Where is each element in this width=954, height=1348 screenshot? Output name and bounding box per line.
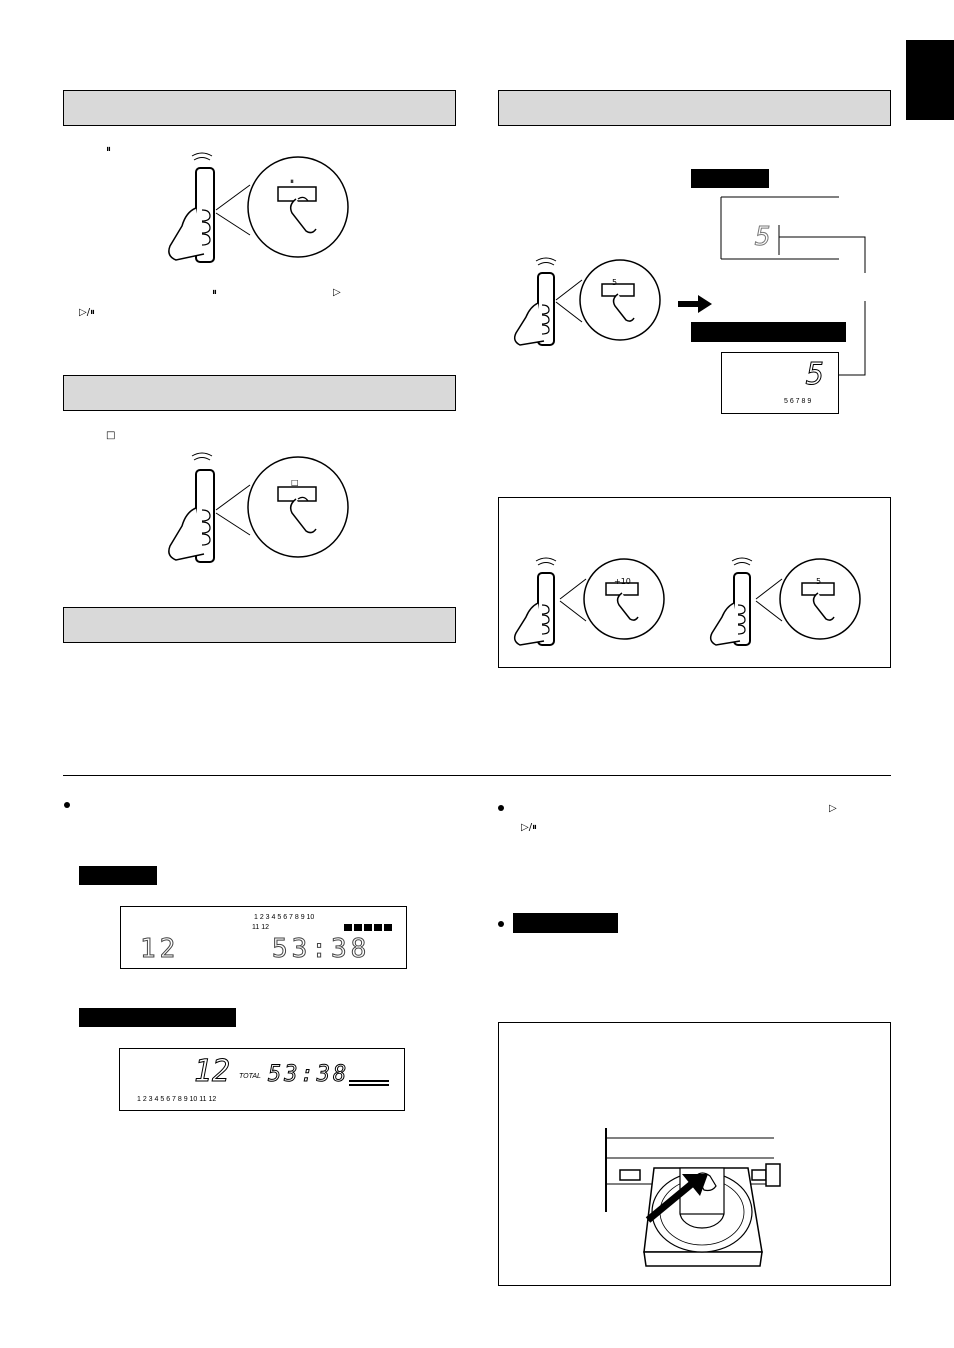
level-meter-large [349, 1080, 389, 1086]
bullet-1 [64, 802, 70, 808]
small-display-panel [721, 352, 839, 414]
zoom-circle [555, 259, 661, 341]
level-meter [344, 924, 392, 932]
language-tab [906, 40, 954, 120]
section-header-pause [63, 90, 456, 126]
total-display-panel-large [119, 1048, 405, 1111]
total-display-tracks: 12 [139, 934, 180, 965]
bullet-3 [498, 921, 504, 927]
remote-hand-icon [513, 557, 557, 646]
label-bar-2 [691, 322, 846, 342]
label-bar-5 [513, 913, 618, 933]
zoom-circle [215, 156, 349, 258]
play-pause-symbol-lower: ▷/⏸ [521, 822, 538, 833]
pause-symbol: ⏸ [106, 144, 111, 155]
small-display-track-numbers: 5 6 7 8 9 [784, 398, 812, 405]
play-symbol-lower: ▷ [829, 803, 837, 814]
arrow-right-icon [678, 295, 712, 313]
zoom-circle [215, 456, 349, 558]
remote-hand-icon [168, 152, 215, 263]
label-bar-4 [79, 1008, 236, 1027]
small-display-digit-faint: 5 [755, 222, 772, 253]
zoom-circle [755, 558, 861, 640]
section-header-direct [498, 90, 891, 126]
remote-button-plus10-label: +10 [614, 577, 631, 586]
remote-button-pause-label: ⏸ [290, 177, 294, 186]
section-divider [63, 775, 891, 776]
remote-hand-icon [709, 557, 753, 646]
pause-symbol-inline: ⏸ [212, 287, 217, 298]
small-display-digit: 5 [805, 357, 825, 393]
display-frame-lines [720, 196, 866, 393]
play-pause-symbol-inline: ▷/⏸ [79, 307, 96, 318]
large-display-total-label: TOTAL [239, 1073, 261, 1080]
section-header-third [63, 607, 456, 643]
remote-hand-icon [168, 452, 215, 563]
remote-button-stop-label: □ [291, 478, 299, 487]
total-display-panel [120, 906, 407, 969]
total-display-track-row1: 1 2 3 4 5 6 7 8 9 10 [254, 914, 315, 921]
zoom-circle [559, 558, 665, 640]
total-display-track-row2: 11 12 [252, 924, 269, 931]
section-header-stop [63, 375, 456, 411]
large-display-time: 53:38 [267, 1062, 350, 1088]
disc-tray-icon [605, 1128, 781, 1267]
total-display-time: 53:38 [271, 934, 371, 965]
remote-button-5-label: 5 [612, 278, 618, 287]
remote-button-5b-label: 5 [816, 577, 822, 586]
large-display-track-row: 1 2 3 4 5 6 7 8 9 10 11 12 [137, 1096, 217, 1103]
remote-hand-icon [513, 257, 557, 346]
label-bar-1 [691, 169, 769, 188]
stop-symbol: □ [106, 430, 116, 441]
large-display-tracks: 12 [193, 1054, 231, 1090]
play-symbol-inline: ▷ [333, 287, 341, 298]
label-bar-3 [79, 866, 157, 885]
bullet-2 [498, 805, 504, 811]
